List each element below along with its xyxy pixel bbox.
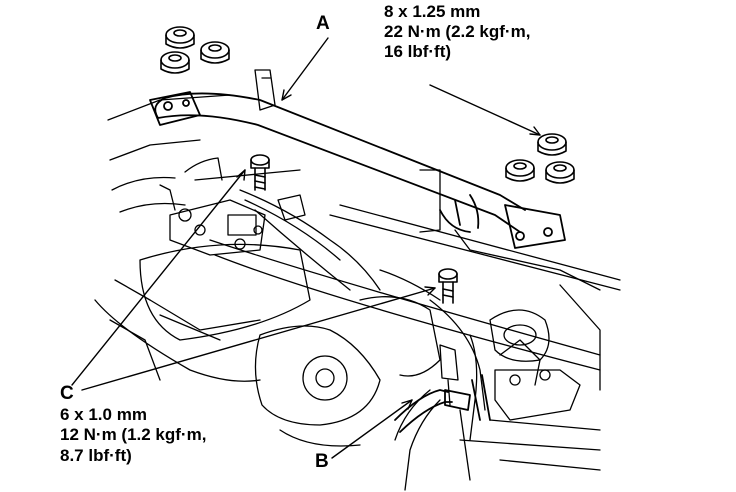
leader-b <box>331 399 413 459</box>
label-b: B <box>315 451 329 472</box>
spec-a-line2: 22 N·m (2.2 kgf·m, <box>384 22 531 41</box>
bolt-c-lower <box>438 268 458 304</box>
leader-spec-a-arrow <box>529 126 541 136</box>
hose-b <box>394 374 491 433</box>
spec-c-line3: 8.7 lbf·ft) <box>60 446 132 465</box>
bolt-c-upper <box>250 154 270 191</box>
engine-bay-background <box>94 69 621 491</box>
leader-a-arrow <box>281 89 292 101</box>
label-c: C <box>60 383 74 404</box>
flange-nuts-left <box>160 26 230 74</box>
spec-c-line2: 12 N·m (1.2 kgf·m, <box>60 425 207 444</box>
strut-brace <box>149 91 566 249</box>
flange-nuts-right <box>505 133 575 184</box>
spec-a-line1: 8 x 1.25 mm <box>384 2 481 21</box>
spec-c-line1: 6 x 1.0 mm <box>60 405 147 424</box>
leader-c-upper-arrow <box>236 169 246 181</box>
leader-b-arrow <box>401 399 413 410</box>
leader-c-lower-arrow <box>424 286 436 296</box>
leader-c-lower <box>81 287 436 391</box>
leader-c-upper <box>71 169 246 386</box>
label-a: A <box>316 13 330 34</box>
leader-spec-a <box>429 84 541 136</box>
leader-a <box>281 37 329 101</box>
leader-lines <box>71 37 541 459</box>
spec-a-line3: 16 lbf·ft) <box>384 42 452 61</box>
